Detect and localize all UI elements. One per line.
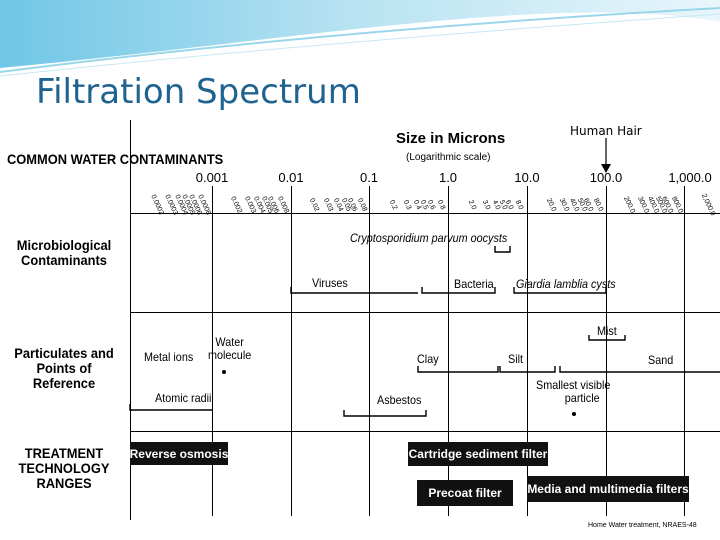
gridline-0.01 [291,186,292,516]
treatment-reverse-osmosis: Reverse osmosis [130,442,228,465]
section-divider-3 [130,431,720,432]
major-tick-label: 0.001 [195,170,229,185]
gridline-1000.0 [684,186,685,516]
label-clay: Clay [417,352,439,366]
scale-subtitle: (Logarithmic scale) [406,152,491,163]
label-asbestos: Asbestos [377,393,422,407]
minor-tick-label: 20.0 [544,197,557,213]
gridline-100.0 [606,186,607,516]
section-label-particulates: Particulates and Points of Reference [14,345,114,391]
scale-title: Size in Microns [396,130,506,147]
major-tick-label: 0.01 [278,170,304,185]
gridline-0.001 [212,186,213,516]
label-giardia: Giardia lamblia cysts [516,277,616,291]
human-hair-label: Human Hair [570,124,642,138]
label-viruses: Viruses [312,276,348,290]
label-atomic-radii: Atomic radii [155,391,212,405]
gridline-1.0 [448,186,449,516]
label-sand: Sand [648,353,674,367]
section-divider-1 [130,213,720,214]
major-tick-label: 1,000.0 [668,170,712,185]
label-smallest-visible-line2: particle [564,391,600,405]
left-border [130,120,131,520]
minor-tick-label: 0.2 [387,199,399,211]
minor-tick-label: 80.0 [591,197,604,213]
minor-tick-label: 200.0 [622,195,637,215]
minor-tick-label: 0.3 [401,199,413,211]
smallest-particle-dot [572,412,576,416]
minor-tick-label: 0.002 [228,195,243,215]
major-tick-label: 10.0 [514,170,540,185]
treatment-media-multimedia: Media and multimedia filters [527,476,689,502]
minor-tick-label: 2.0 [466,199,478,211]
label-bacteria: Bacteria [454,277,494,291]
label-smallest-visible: Smallest visible particle [536,379,610,405]
credit-text: Home Water treatment, NRAES-48 [588,522,697,529]
major-tick-label: 0.1 [359,170,379,185]
label-smallest-visible-line1: Smallest visible [536,378,611,392]
label-cryptosporidium: Cryptosporidium parvum oocysts [350,231,508,245]
treatment-cartridge-sediment: Cartridge sediment filter [408,442,548,466]
label-metal-ions: Metal ions [144,350,194,364]
section-label-contaminants: COMMON WATER CONTAMINANTS [6,151,224,167]
section-label-treatment: TREATMENT TECHNOLOGY RANGES [18,445,110,491]
minor-tick-label: 0.8 [435,199,446,211]
header-swoosh [0,0,720,77]
minor-tick-label: 3.0 [480,199,491,211]
water-molecule-dot [222,370,226,374]
label-water-molecule-line1: Water [215,335,244,349]
human-hair-arrow [601,138,611,173]
label-water-molecule-line2: molecule [208,348,252,362]
gridline-0.1 [369,186,370,516]
major-tick-label: 1.0 [438,170,458,185]
label-mist: Mist [597,324,617,338]
slide-title: Filtration Spectrum [36,72,361,112]
minor-tick-label: 0.02 [308,197,321,213]
label-water-molecule: Water molecule [208,336,251,362]
section-divider-2 [130,312,720,313]
gridline-10.0 [527,186,528,516]
minor-tick-label: 8.0 [513,199,525,211]
treatment-precoat: Precoat filter [417,480,513,506]
section-label-microbiological: Microbiological Contaminants [16,237,112,268]
label-silt: Silt [508,352,524,366]
major-tick-label: 100.0 [589,170,623,185]
